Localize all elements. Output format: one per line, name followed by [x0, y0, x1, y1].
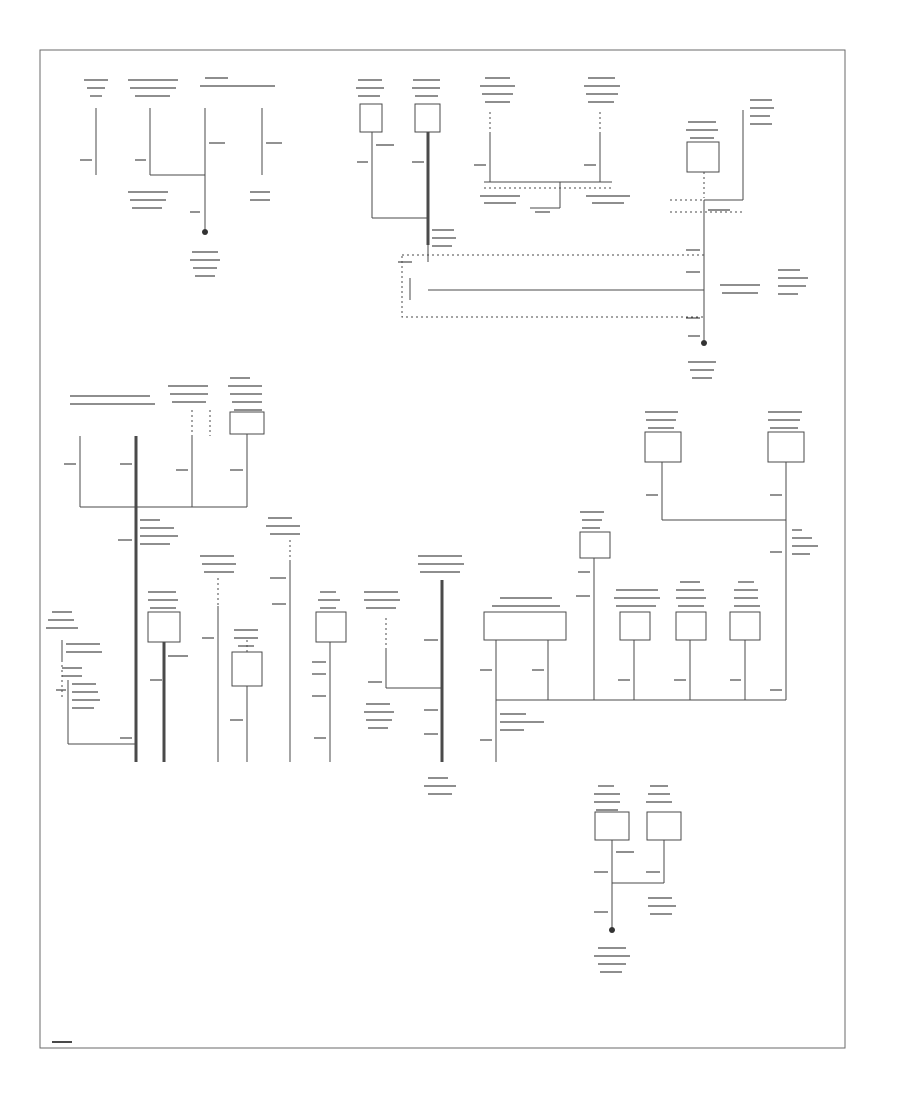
ground-point: [701, 340, 707, 346]
middle-left-ground-cluster: [46, 377, 347, 762]
top-center-ground-cluster: [356, 77, 705, 318]
component-label: [84, 77, 275, 97]
ground-point: [609, 927, 615, 933]
diagram-frame: [39, 49, 846, 1049]
bottom-ground-cluster: [594, 785, 682, 973]
center-ground-cluster: [364, 555, 464, 795]
top-left-ground-cluster: [80, 77, 282, 277]
ground-point: [202, 229, 208, 235]
right-middle-ground-cluster: [480, 411, 818, 762]
top-right-ground-cluster: [670, 99, 808, 379]
